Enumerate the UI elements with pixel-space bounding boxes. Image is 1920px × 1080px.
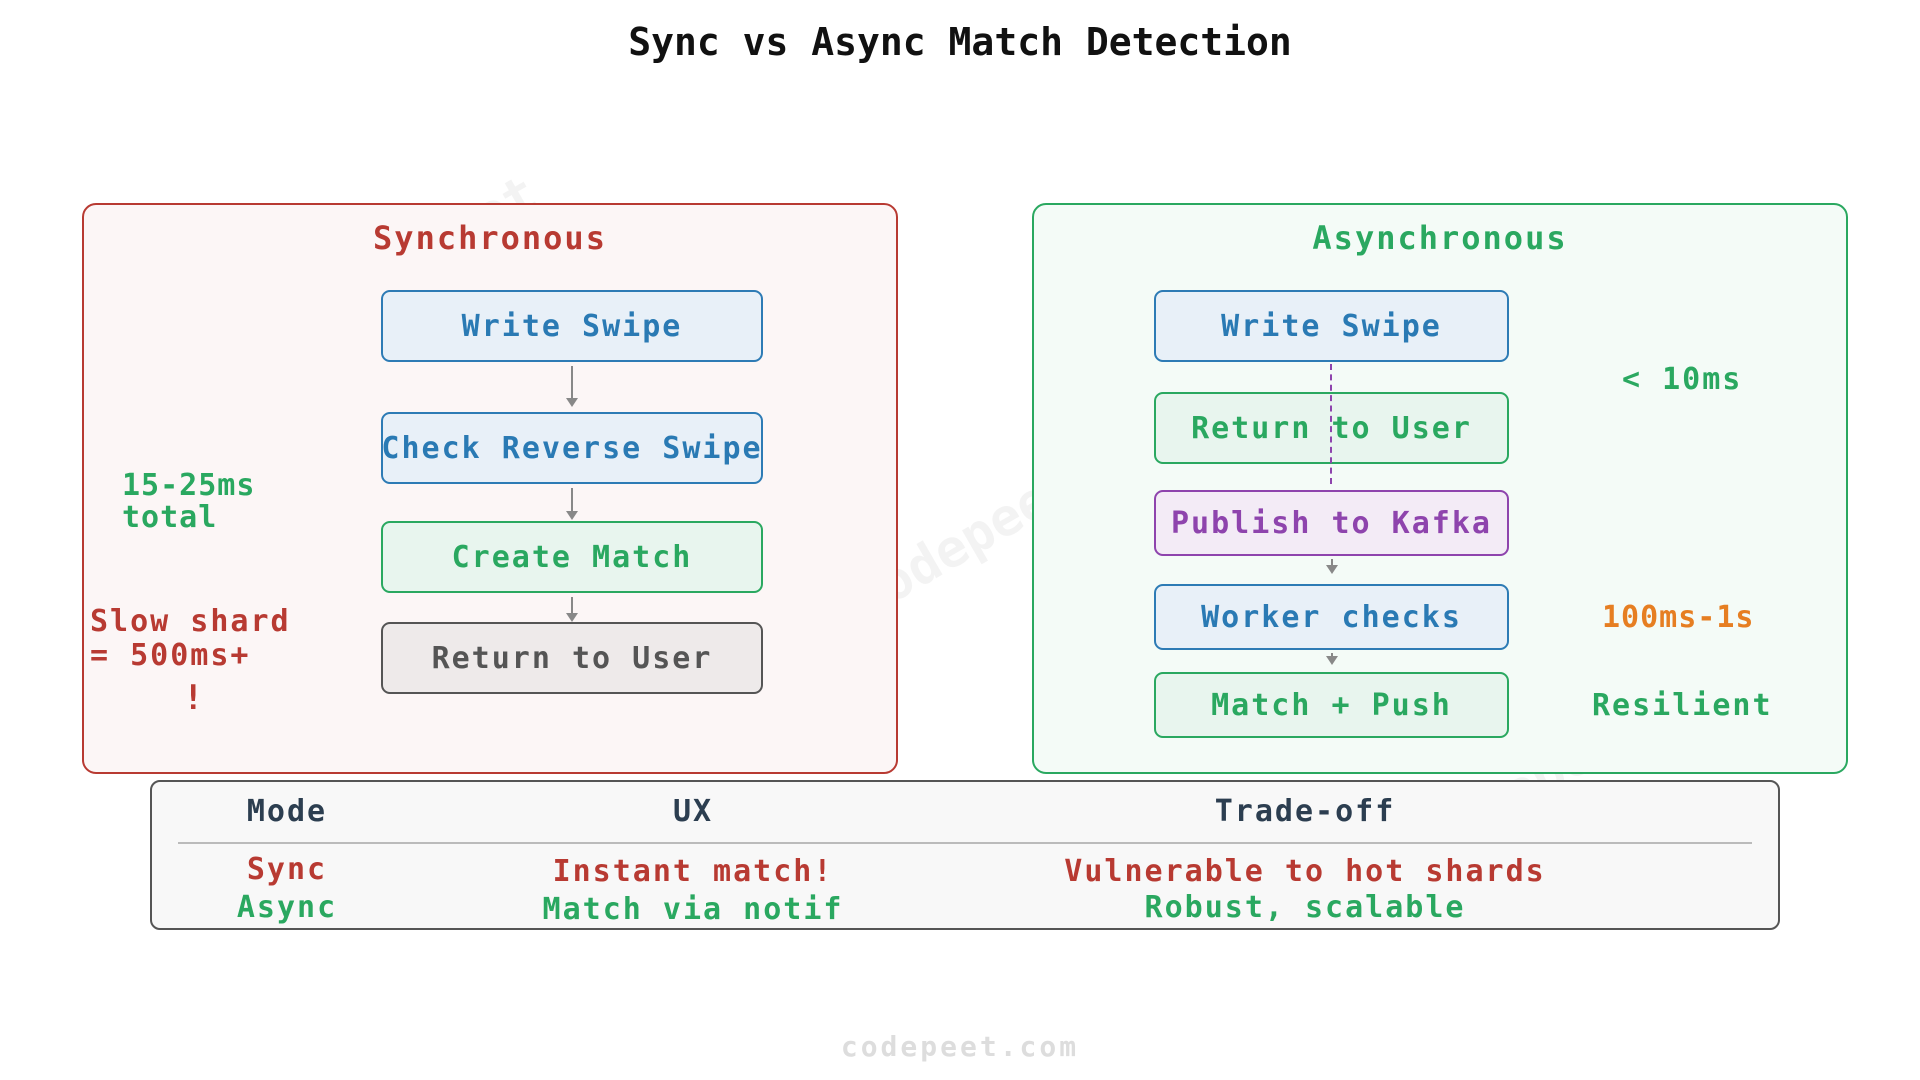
async-step-publish-kafka: Publish to Kafka <box>1154 490 1509 556</box>
table-header-ux: UX <box>672 794 714 829</box>
table-cell-sync-tradeoff: Vulnerable to hot shards <box>1064 854 1546 889</box>
table-divider <box>178 842 1752 844</box>
sync-panel-title: Synchronous <box>373 219 607 257</box>
table-cell-async-tradeoff: Robust, scalable <box>1144 890 1466 925</box>
comparison-table: Mode UX Trade-off Sync Instant match! Vu… <box>150 780 1780 930</box>
sync-step-check-reverse: Check Reverse Swipe <box>381 412 763 484</box>
async-step-match-push: Match + Push <box>1154 672 1509 738</box>
async-step-write-swipe: Write Swipe <box>1154 290 1509 362</box>
arrow-down-icon <box>1326 653 1338 665</box>
async-worker-note: 100ms-1s <box>1602 600 1755 635</box>
sync-latency-value: 15-25ms <box>122 468 256 503</box>
table-cell-sync-ux: Instant match! <box>552 854 834 889</box>
async-step-worker-checks: Worker checks <box>1154 584 1509 650</box>
sync-latency-note: 15-25ms total <box>122 470 255 534</box>
sync-step-create-match: Create Match <box>381 521 763 593</box>
slow-shard-value: = 500ms+ <box>90 638 251 673</box>
sync-latency-label: total <box>122 500 218 535</box>
arrow-down-icon <box>566 488 578 520</box>
sync-step-return: Return to User <box>381 622 763 694</box>
arrow-down-icon <box>1326 559 1338 574</box>
table-header-mode: Mode <box>246 794 328 829</box>
slow-shard-label: Slow shard <box>90 604 291 639</box>
async-resilient-note: Resilient <box>1592 688 1773 723</box>
table-cell-sync-mode: Sync <box>246 852 328 887</box>
sync-step-write-swipe: Write Swipe <box>381 290 763 362</box>
arrow-down-icon <box>566 597 578 622</box>
footer-brand: codepeet.com <box>840 1030 1080 1063</box>
warning-icon: ! <box>183 678 204 718</box>
async-panel-title: Asynchronous <box>1312 219 1568 257</box>
table-header-tradeoff: Trade-off <box>1214 794 1396 829</box>
async-dashed-connector <box>1330 364 1332 484</box>
arrow-down-icon <box>566 366 578 407</box>
diagram-title: Sync vs Async Match Detection <box>628 20 1292 64</box>
sync-slow-shard-note: Slow shard = 500ms+ <box>90 605 291 673</box>
table-cell-async-ux: Match via notif <box>542 892 844 927</box>
async-fast-note: < 10ms <box>1622 362 1743 397</box>
table-cell-async-mode: Async <box>236 890 338 925</box>
